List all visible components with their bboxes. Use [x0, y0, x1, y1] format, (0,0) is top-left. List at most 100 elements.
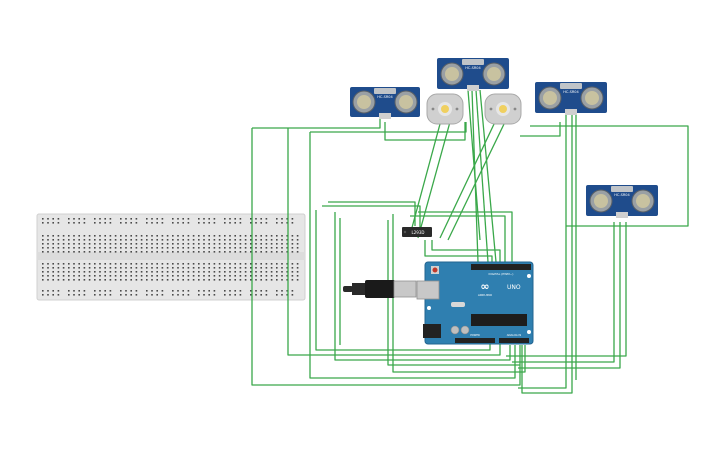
breadboard-hole[interactable] — [104, 239, 106, 241]
breadboard-hole[interactable] — [114, 279, 117, 281]
breadboard-hole[interactable] — [208, 239, 210, 241]
breadboard-hole[interactable] — [120, 239, 122, 241]
breadboard-hole[interactable] — [224, 218, 226, 220]
breadboard-hole[interactable] — [57, 294, 60, 296]
breadboard-hole[interactable] — [244, 239, 247, 241]
breadboard-hole[interactable] — [42, 275, 44, 277]
breadboard-hole[interactable] — [73, 247, 75, 249]
breadboard-hole[interactable] — [130, 247, 132, 249]
breadboard-hole[interactable] — [47, 235, 49, 237]
breadboard-hole[interactable] — [229, 235, 231, 237]
breadboard-hole[interactable] — [94, 294, 96, 296]
arduino-uno[interactable]: DIGITAL (PWM~) ∞ UNO ARDUINO POWER ANALO… — [416, 261, 534, 345]
breadboard-hole[interactable] — [234, 290, 236, 292]
breadboard-hole[interactable] — [192, 279, 195, 281]
breadboard-hole[interactable] — [78, 243, 80, 245]
breadboard-hole[interactable] — [161, 251, 164, 253]
breadboard-hole[interactable] — [239, 243, 242, 245]
breadboard-hole[interactable] — [151, 243, 153, 245]
breadboard-hole[interactable] — [120, 218, 122, 220]
breadboard-hole[interactable] — [68, 239, 70, 241]
breadboard-hole[interactable] — [135, 279, 138, 281]
breadboard-hole[interactable] — [234, 243, 236, 245]
breadboard-hole[interactable] — [47, 275, 49, 277]
breadboard-hole[interactable] — [286, 294, 288, 296]
breadboard-hole[interactable] — [68, 218, 70, 220]
breadboard-hole[interactable] — [198, 235, 200, 237]
breadboard-hole[interactable] — [130, 251, 132, 253]
breadboard-hole[interactable] — [182, 239, 184, 241]
breadboard-hole[interactable] — [104, 275, 106, 277]
breadboard-hole[interactable] — [296, 271, 299, 273]
ultrasonic-sensor[interactable]: HC-SR04 — [535, 82, 607, 115]
breadboard-hole[interactable] — [114, 267, 117, 269]
breadboard-hole[interactable] — [192, 251, 195, 253]
breadboard-hole[interactable] — [109, 243, 112, 245]
breadboard-hole[interactable] — [146, 239, 148, 241]
breadboard-hole[interactable] — [224, 267, 226, 269]
breadboard-hole[interactable] — [125, 271, 127, 273]
breadboard-hole[interactable] — [94, 235, 96, 237]
breadboard-hole[interactable] — [52, 267, 54, 269]
breadboard-hole[interactable] — [260, 263, 262, 265]
breadboard-hole[interactable] — [172, 290, 174, 292]
breadboard-hole[interactable] — [244, 247, 247, 249]
breadboard-hole[interactable] — [130, 279, 132, 281]
breadboard-hole[interactable] — [52, 271, 54, 273]
breadboard-hole[interactable] — [114, 263, 117, 265]
breadboard-hole[interactable] — [172, 267, 174, 269]
breadboard-hole[interactable] — [281, 267, 283, 269]
breadboard-hole[interactable] — [130, 218, 132, 220]
breadboard-hole[interactable] — [57, 243, 60, 245]
breadboard-hole[interactable] — [182, 267, 184, 269]
breadboard-hole[interactable] — [42, 263, 44, 265]
breadboard-hole[interactable] — [239, 271, 242, 273]
breadboard-hole[interactable] — [68, 279, 70, 281]
breadboard-hole[interactable] — [187, 290, 190, 292]
breadboard-hole[interactable] — [255, 263, 257, 265]
breadboard-hole[interactable] — [161, 218, 164, 220]
breadboard-hole[interactable] — [109, 263, 112, 265]
breadboard-hole[interactable] — [83, 235, 86, 237]
breadboard-hole[interactable] — [62, 247, 65, 249]
breadboard-hole[interactable] — [192, 235, 195, 237]
breadboard-hole[interactable] — [68, 235, 70, 237]
breadboard-hole[interactable] — [140, 267, 143, 269]
breadboard-hole[interactable] — [166, 235, 169, 237]
breadboard-hole[interactable] — [42, 243, 44, 245]
breadboard-hole[interactable] — [229, 290, 231, 292]
breadboard-hole[interactable] — [182, 222, 184, 224]
breadboard-hole[interactable] — [229, 239, 231, 241]
breadboard-hole[interactable] — [260, 239, 262, 241]
breadboard-hole[interactable] — [156, 243, 158, 245]
breadboard-hole[interactable] — [109, 222, 112, 224]
breadboard-hole[interactable] — [213, 271, 216, 273]
breadboard-hole[interactable] — [265, 279, 268, 281]
breadboard-hole[interactable] — [42, 290, 44, 292]
breadboard-hole[interactable] — [146, 294, 148, 296]
breadboard-hole[interactable] — [224, 247, 226, 249]
breadboard-hole[interactable] — [99, 243, 101, 245]
breadboard-hole[interactable] — [281, 251, 283, 253]
breadboard-hole[interactable] — [68, 267, 70, 269]
breadboard-hole[interactable] — [161, 275, 164, 277]
breadboard-hole[interactable] — [125, 267, 127, 269]
breadboard-hole[interactable] — [88, 251, 91, 253]
breadboard-hole[interactable] — [125, 294, 127, 296]
breadboard-hole[interactable] — [73, 243, 75, 245]
breadboard-hole[interactable] — [99, 290, 101, 292]
breadboard-hole[interactable] — [73, 267, 75, 269]
breadboard-hole[interactable] — [52, 275, 54, 277]
breadboard-hole[interactable] — [42, 247, 44, 249]
breadboard-hole[interactable] — [244, 251, 247, 253]
breadboard-hole[interactable] — [130, 239, 132, 241]
dc-motor[interactable] — [484, 93, 522, 125]
breadboard-hole[interactable] — [198, 222, 200, 224]
breadboard-hole[interactable] — [286, 275, 288, 277]
ultrasonic-sensor[interactable]: HC-SR04 — [437, 58, 509, 91]
breadboard-hole[interactable] — [42, 294, 44, 296]
breadboard-hole[interactable] — [198, 267, 200, 269]
breadboard-hole[interactable] — [239, 294, 242, 296]
breadboard-hole[interactable] — [208, 279, 210, 281]
breadboard-hole[interactable] — [255, 267, 257, 269]
